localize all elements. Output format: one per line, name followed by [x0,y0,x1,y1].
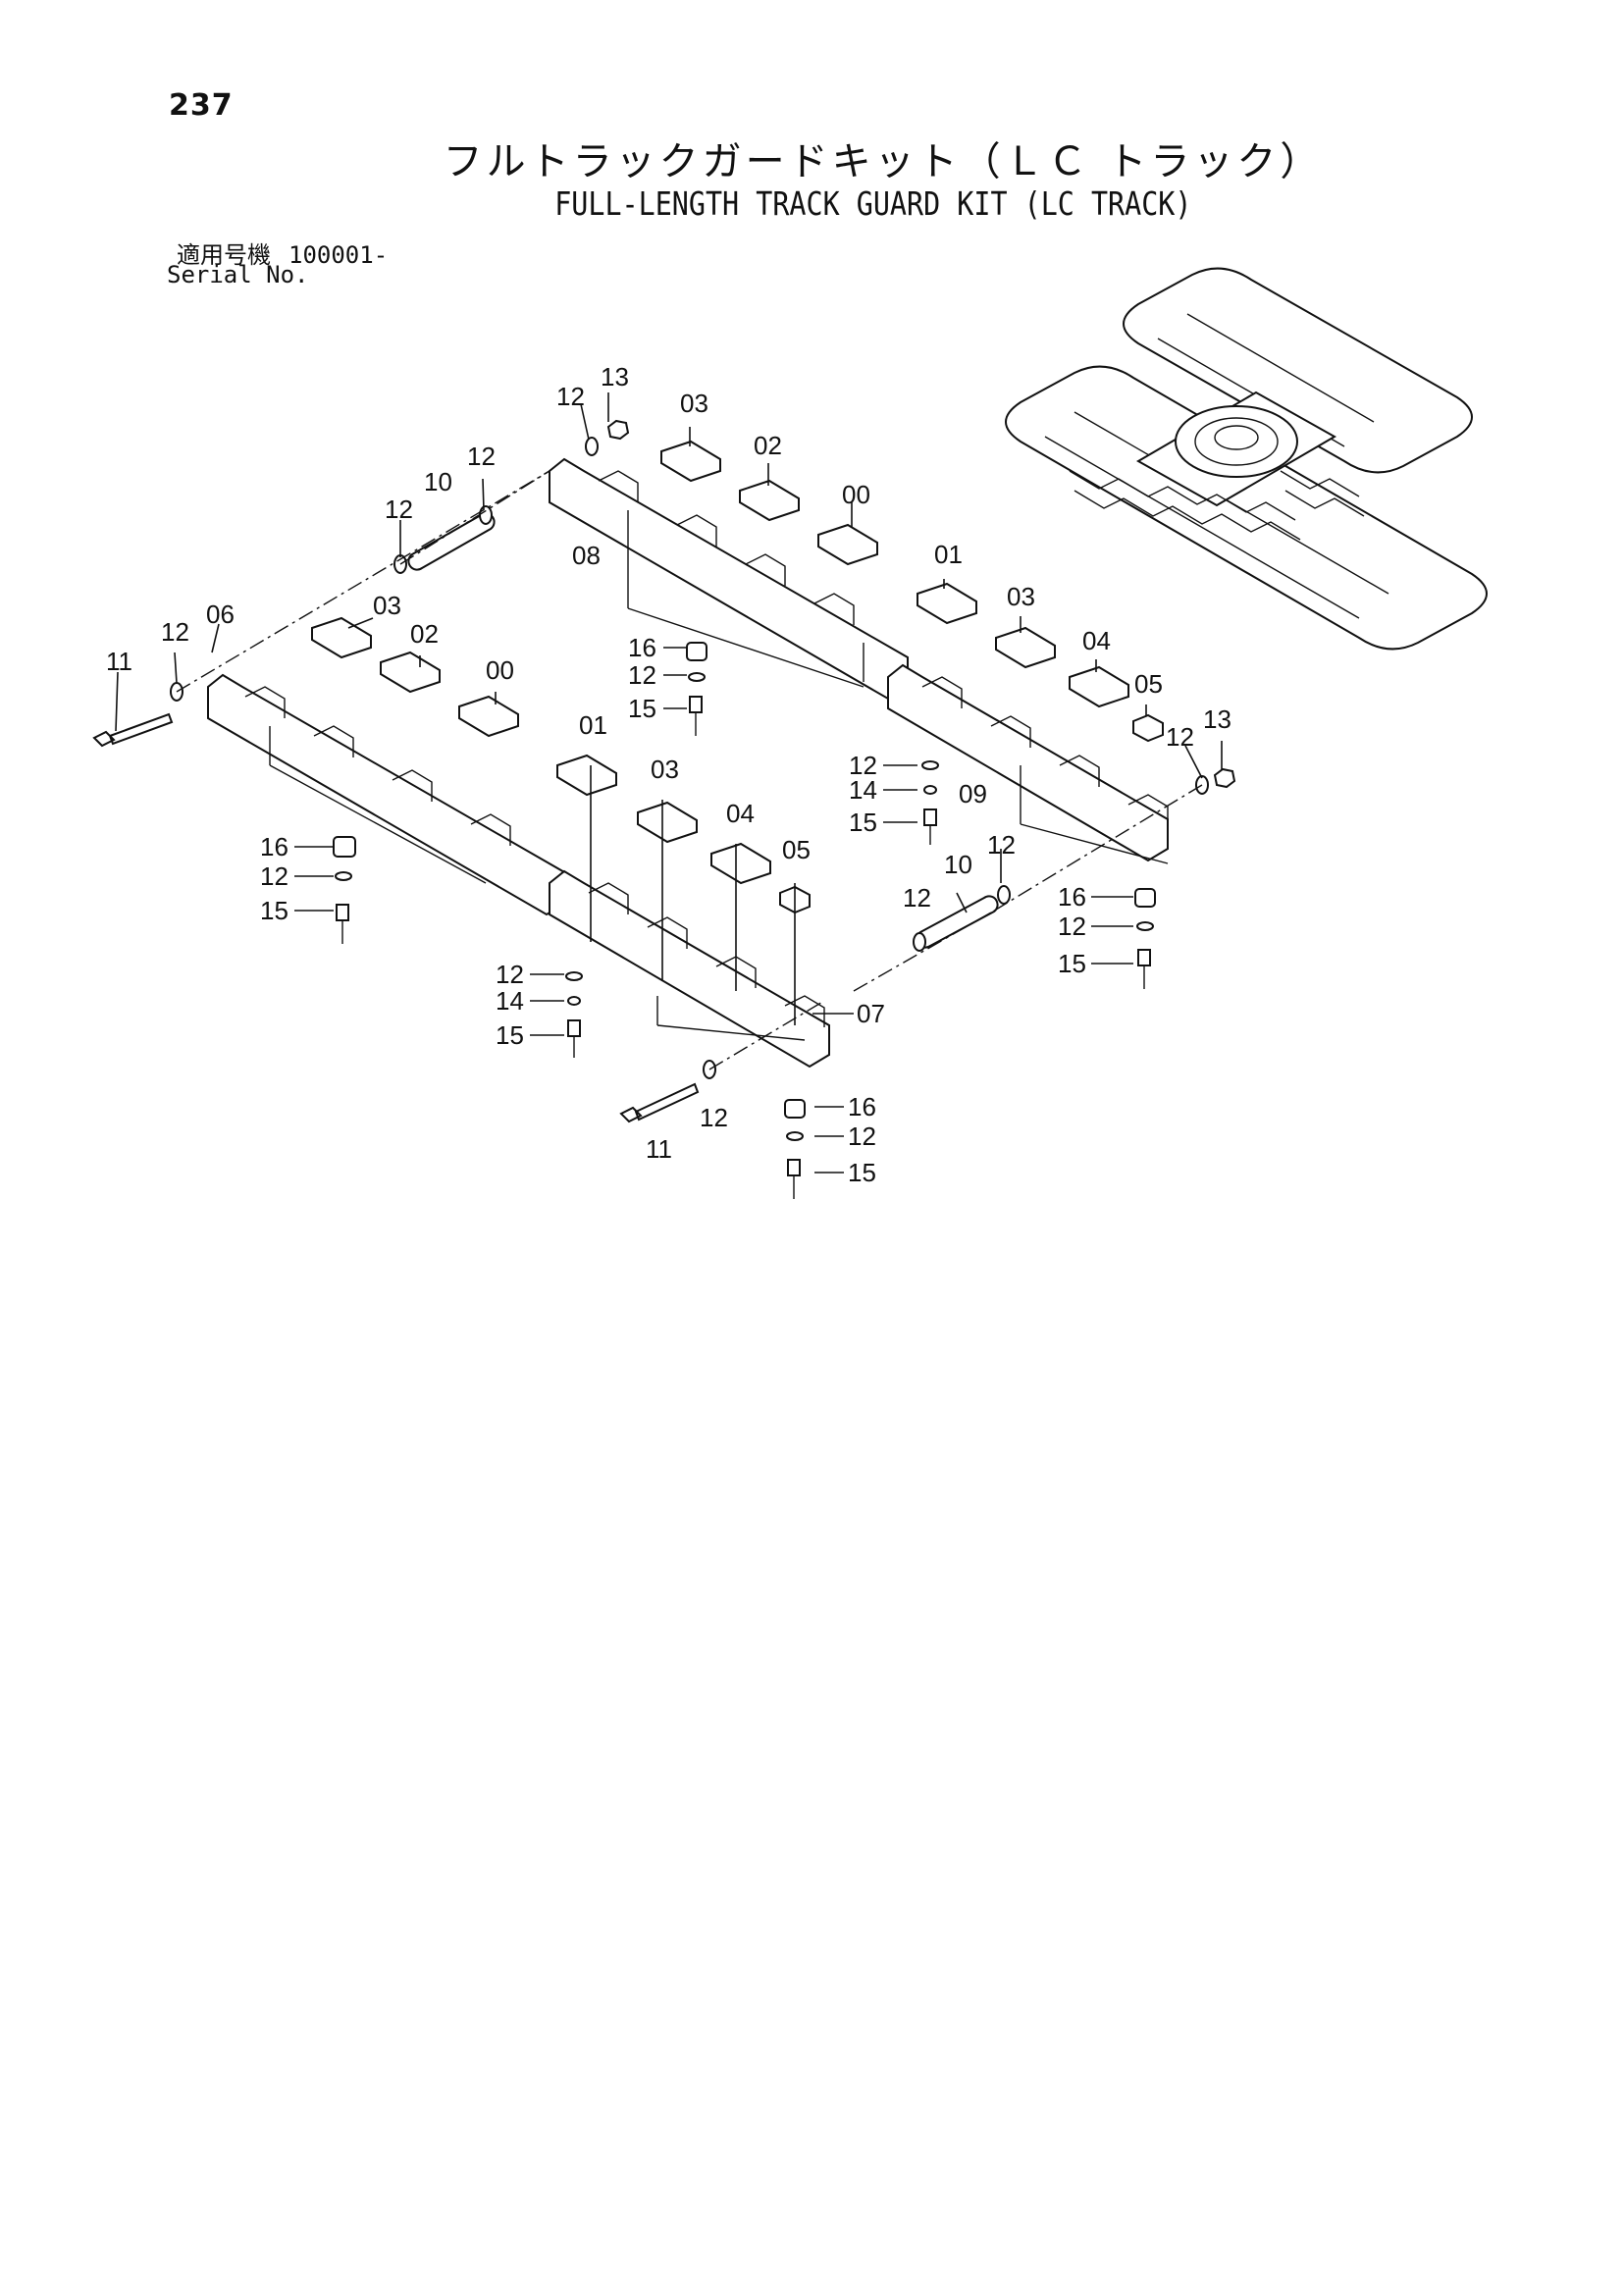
callout-05-right: 05 [1134,669,1163,699]
rear-track-guard-rear-half [887,663,1169,864]
fasteners [92,419,1236,1199]
spacer-blocks [311,440,1164,914]
callout-12-right-stack: 12 [1058,912,1086,941]
page-title-english: FULL-LENGTH TRACK GUARD KIT (LC TRACK) [554,184,1192,223]
callout-08: 08 [572,541,601,570]
callout-15-right: 15 [1058,949,1086,978]
callout-16-left: 16 [260,832,288,861]
callout-15-bottom: 15 [848,1158,876,1187]
callout-16-right: 16 [1058,882,1086,912]
callout-12-nut-right: 12 [1166,722,1194,752]
rear-track-guard-front-half [549,457,909,701]
callout-numbers: 13 12 03 02 00 12 10 12 08 01 03 04 05 1… [106,362,1231,1187]
callout-07: 07 [857,999,885,1028]
callout-14-lower: 14 [496,986,524,1016]
bushing-stack-left [333,836,356,944]
callout-04-right: 04 [1082,626,1111,655]
callout-16-center: 16 [628,633,656,662]
bushing-stack-center [686,642,707,736]
undercarriage-overview-illustration [1005,267,1488,651]
callout-16-bottom: 16 [848,1092,876,1121]
callout-13-top: 13 [601,362,629,391]
callout-15-left: 15 [260,896,288,925]
serial-number-row: 適用号機 100001- [177,235,405,270]
bolt-stack-mid [921,760,939,845]
bushing-stack-right [1134,888,1156,989]
callout-12-top: 12 [556,382,585,411]
leader-lines [115,392,1223,1174]
callout-15-lower: 15 [496,1020,524,1050]
callout-12-center: 12 [628,660,656,690]
serial-label-english: Serial No. [167,261,309,288]
serial-number-value: 100001- [288,241,389,269]
callout-12-lower-stack: 12 [496,960,524,989]
callout-05-lower: 05 [782,835,811,864]
callout-12-mid-stack: 12 [849,751,877,780]
serial-label-japanese: 適用号機 [177,241,271,269]
callout-03-right: 03 [1007,582,1035,611]
callout-15-center: 15 [628,694,656,723]
page-number: 237 [169,88,234,123]
callout-12-pin-right: 12 [467,442,496,471]
callout-09: 09 [959,779,987,808]
callout-03-top: 03 [680,389,708,418]
callout-02-top: 02 [754,431,782,460]
callout-06: 06 [206,600,235,629]
callout-03-left: 03 [373,591,401,620]
callout-12-left: 12 [161,617,189,647]
callout-01-top: 01 [934,540,963,569]
callout-11-bottom: 11 [646,1134,672,1164]
callout-04-lower: 04 [726,799,755,828]
callout-00-top: 00 [842,480,870,509]
callout-14-mid: 14 [849,775,877,805]
callout-01-left: 01 [579,710,607,740]
bushing-stack-bottom [784,1099,806,1199]
callout-02-left: 02 [410,619,439,649]
callout-15-mid: 15 [849,808,877,837]
bolt-stack-lower [565,971,583,1058]
callout-10-pin-top: 10 [424,467,452,496]
callout-13-right: 13 [1203,704,1231,734]
callout-03-lower: 03 [651,755,679,784]
callout-12-pin-left: 12 [385,495,413,524]
page-title-japanese: フルトラックガードキット（ＬＣ トラック） [443,139,1324,184]
callout-00-left: 00 [486,655,514,685]
callout-12-bottom-stack: 12 [848,1121,876,1151]
callout-10-pin-lower: 10 [944,850,972,879]
front-track-guard-rear-half [549,869,830,1069]
callout-12-left-stack: 12 [260,861,288,891]
callout-12-bottom: 12 [700,1103,728,1132]
assembly-center-lines [176,470,1203,1070]
callout-12-pin-lower-left: 12 [903,883,931,913]
callout-12-pin-lower-right: 12 [987,830,1016,860]
callout-11-left: 11 [106,647,132,676]
